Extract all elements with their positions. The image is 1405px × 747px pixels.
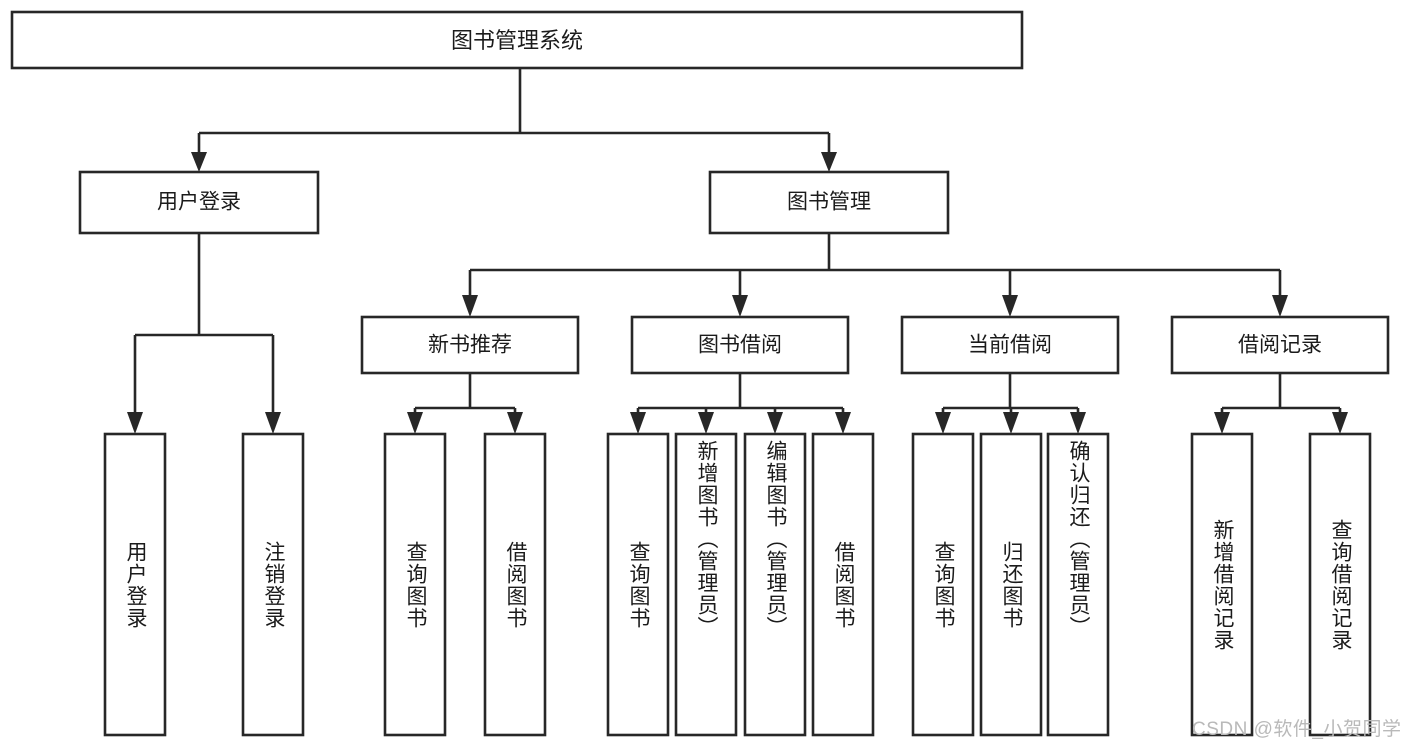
arrow-user-l1 [127, 412, 143, 434]
node-book-borrow-box[interactable] [630, 315, 850, 375]
arrow-borrow-l1 [630, 412, 646, 434]
watermark: CSDN @软件_小贺同学 [1192, 719, 1402, 740]
node-current-borrow-label: 当前借阅 [968, 334, 1052, 357]
leaf-box-query-borrow-record[interactable] [1308, 432, 1372, 737]
arrow-borrow-l2 [698, 412, 714, 434]
arrow-borrow-l4 [835, 412, 851, 434]
arrow-current-l2 [1003, 412, 1019, 434]
arrow-book-c4 [1272, 295, 1288, 317]
arrow-borrow-l3 [767, 412, 783, 434]
leaf-box-add-book-admin[interactable] [674, 432, 738, 737]
arrow-root-to-user [191, 152, 207, 172]
leaf-box-borrow-book[interactable] [811, 432, 875, 737]
node-root-box[interactable] [10, 10, 1024, 70]
leaf-box-user-login[interactable] [103, 432, 167, 737]
node-root-label: 图书管理系统 [451, 28, 583, 53]
node-user-login-label: 用户登录 [157, 191, 241, 214]
arrow-root-to-book [821, 152, 837, 172]
arrow-new-l1 [407, 412, 423, 434]
leaf-box-new-borrow-book[interactable] [483, 432, 547, 737]
node-root[interactable]: 图书管理系统 [10, 10, 1024, 70]
node-book-management-box[interactable] [708, 170, 950, 235]
arrow-book-c3 [1002, 295, 1018, 317]
leaf-box-add-borrow-record[interactable] [1190, 432, 1254, 737]
node-user-login[interactable]: 用户登录 [78, 170, 320, 235]
connector-group [127, 68, 1348, 434]
node-user-login-box[interactable] [78, 170, 320, 235]
node-book-borrow-label: 图书借阅 [698, 334, 782, 357]
node-borrow-record-label: 借阅记录 [1238, 334, 1322, 357]
arrow-user-l2 [265, 412, 281, 434]
leaf-box-return-book[interactable] [979, 432, 1043, 737]
node-new-book-recommend-label: 新书推荐 [428, 334, 512, 357]
arrow-current-l3 [1070, 412, 1086, 434]
arrow-book-c1 [462, 295, 478, 317]
leaf-box-new-query-book[interactable] [383, 432, 447, 737]
node-new-book-recommend[interactable]: 新书推荐 [360, 315, 580, 375]
leaf-boxes [103, 432, 1372, 737]
arrow-book-c2 [732, 295, 748, 317]
arrow-record-l1 [1214, 412, 1230, 434]
node-current-borrow[interactable]: 当前借阅 [900, 315, 1120, 375]
node-book-management-label: 图书管理 [787, 191, 871, 214]
leaf-box-user-logout[interactable] [241, 432, 305, 737]
arrow-current-l1 [935, 412, 951, 434]
node-borrow-record-box[interactable] [1170, 315, 1390, 375]
node-book-borrow[interactable]: 图书借阅 [630, 315, 850, 375]
arrow-record-l2 [1332, 412, 1348, 434]
leaf-box-current-query-book[interactable] [911, 432, 975, 737]
node-book-management[interactable]: 图书管理 [708, 170, 950, 235]
node-current-borrow-box[interactable] [900, 315, 1120, 375]
leaf-box-confirm-return-admin[interactable] [1046, 432, 1110, 737]
leaf-box-edit-book-admin[interactable] [743, 432, 807, 737]
node-new-book-recommend-box[interactable] [360, 315, 580, 375]
node-borrow-record[interactable]: 借阅记录 [1170, 315, 1390, 375]
leaf-box-borrow-query-book[interactable] [606, 432, 670, 737]
arrow-new-l2 [507, 412, 523, 434]
